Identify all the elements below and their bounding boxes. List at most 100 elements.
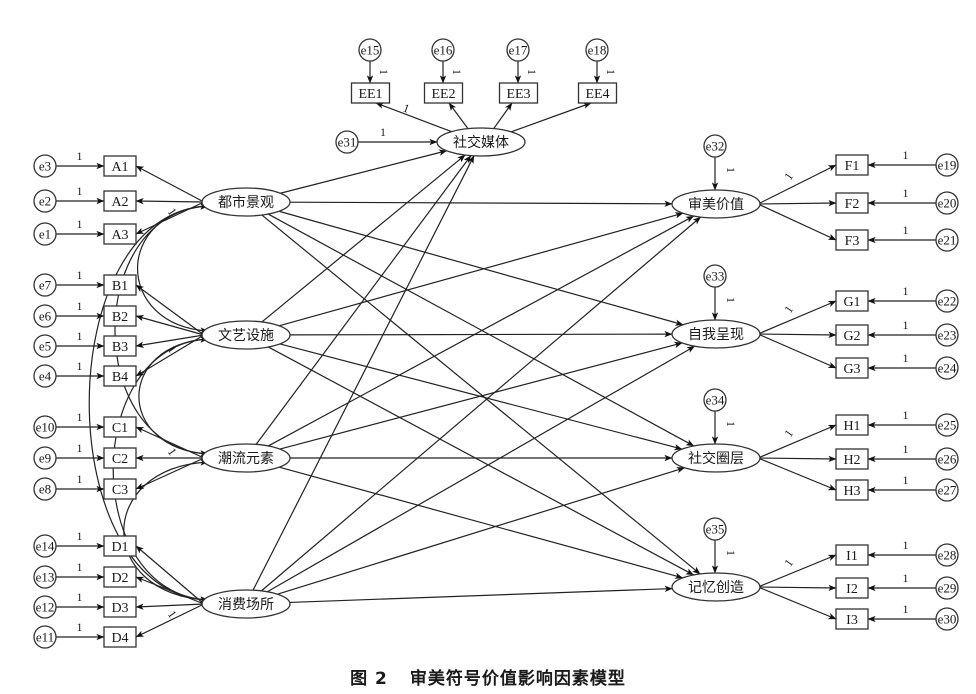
fixed-weight-label: 1 [724,421,738,427]
error-label: e11 [36,630,54,645]
path-dushi-to-quanceng [267,213,695,447]
latent-xiaofei: 消费场所 [201,589,291,619]
latent-ellipse [201,443,291,473]
latent-label: 自我呈现 [688,327,744,343]
fixed-weight-label: 1 [903,602,909,616]
indicator-C1: C1 [103,416,137,438]
error-e6: e6 [33,304,57,328]
error-circle [703,388,727,412]
error-e17: e17 [506,38,530,62]
loading-jiyi-I1 [757,554,837,588]
loading-shejiao-EE2 [448,102,469,129]
indicator-label: EE4 [585,87,609,102]
error-circle [506,38,530,62]
indicator-box [103,535,137,557]
indicator-EE3: EE3 [498,82,539,104]
error-circle [935,228,959,252]
error-label: e1 [39,227,51,242]
fixed-weight-label: 1 [450,69,464,75]
indicator-label: D1 [111,540,128,555]
error-e30: e30 [935,607,959,631]
fixed-weight-label: 1 [77,299,83,313]
error-circle [358,38,382,62]
error-e10: e10 [33,415,57,439]
fixed-weight-label: 1 [781,556,796,569]
path-chaoliu-to-shenmei [268,215,695,447]
loading-dushi-A1 [135,165,205,203]
path-dushi-to-ziwo [278,210,684,326]
path-dushi-to-jiyi [261,214,701,575]
indicator-G2: G2 [835,324,869,346]
latent-label: 审美价值 [688,197,744,213]
loading-jiyi-I3 [757,586,837,620]
error-label: e24 [938,361,957,376]
error-circle [33,304,57,328]
indicator-label: B4 [112,370,128,385]
loading-dushi-A3 [135,201,205,235]
indicator-label: A1 [111,160,128,175]
indicator-box [103,190,137,212]
indicator-F2: F2 [835,192,869,214]
figure-title: 审美符号价值影响因素模型 [409,669,626,689]
indicator-box [350,82,391,104]
indicator-box [103,155,137,177]
fixed-weight-label: 1 [903,442,909,456]
indicator-label: A2 [111,195,128,210]
indicator-box [103,596,137,618]
indicator-H1: H1 [835,414,869,436]
indicator-label: B2 [112,310,128,325]
loading-xiaofei-D4 [135,603,205,638]
error-circle [33,415,57,439]
fixed-weight-label: 1 [401,101,411,116]
latent-shenmei: 审美价值 [671,189,761,219]
fixed-weight-label: 1 [903,284,909,298]
path-xiaofei-to-jiyi [289,585,673,604]
error-e19: e19 [935,153,959,177]
loading-ziwo-G3 [757,333,837,369]
error-label: e26 [938,452,957,467]
latent-chaoliu: 潮流元素 [201,443,291,473]
latent-jiyi: 记忆创造 [671,572,761,602]
error-label: e13 [36,570,55,585]
error-circle [935,543,959,567]
loading-shenmei-F3 [757,203,837,241]
latent-shejiao: 社交媒体 [436,127,526,157]
indicator-box [498,82,539,104]
indicator-box [835,479,869,501]
path-chaoliu-to-shejiao [255,155,472,445]
fixed-weight-label: 1 [77,184,83,198]
path-wenyi-to-jiyi [268,346,694,576]
fixed-weight-label: 1 [77,149,83,163]
indicator-box [103,223,137,245]
indicator-box [103,416,137,438]
error-label: e30 [938,612,957,627]
indicator-label: D2 [111,571,128,586]
indicator-box [103,274,137,296]
fixed-weight-label: 1 [165,445,180,458]
indicator-B1: B1 [103,274,137,296]
loading-xiaofei-D2 [135,576,205,605]
indicator-I3: I3 [835,608,869,630]
fixed-weight-label: 1 [77,217,83,231]
indicator-EE1: EE1 [350,82,391,104]
error-label: e33 [706,269,725,284]
error-e13: e13 [33,565,57,589]
error-circle [33,189,57,213]
indicator-box [103,305,137,327]
indicator-label: D3 [111,601,128,616]
error-e3: e3 [33,154,57,178]
indicator-C2: C2 [103,447,137,469]
error-label: e20 [938,196,957,211]
error-label: e2 [39,194,51,209]
indicator-box [577,82,618,104]
error-label: e4 [39,369,52,384]
indicator-box [835,229,869,251]
latent-label: 文艺设施 [218,328,274,344]
node-layer: 都市景观文艺设施潮流元素消费场所社交媒体审美价值自我呈现社交圈层记忆创造A1e3… [33,38,959,649]
latent-ellipse [201,187,291,217]
error-e21: e21 [935,228,959,252]
covariance-dushi-xiaofei [88,203,209,603]
indicator-EE2: EE2 [423,82,464,104]
error-circle [703,264,727,288]
